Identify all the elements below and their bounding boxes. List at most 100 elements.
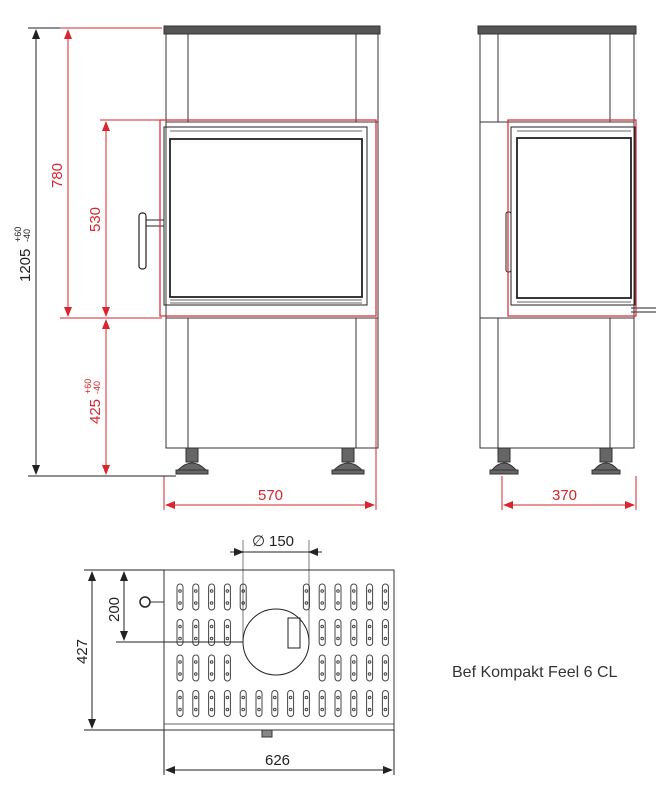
vent-slot-hole — [209, 601, 214, 605]
vent-slot-hole — [209, 707, 214, 712]
vent-slot — [176, 583, 184, 611]
vent-slot-hole — [383, 660, 388, 664]
vent-slot-hole — [257, 695, 261, 700]
vent-slot-hole — [367, 672, 372, 676]
vent-slot — [366, 583, 374, 611]
vent-slot-hole — [383, 601, 388, 605]
vent-slot-hole — [352, 589, 356, 593]
vent-slot-hole — [194, 601, 198, 605]
vent-slot-hole — [178, 672, 182, 676]
vent-slot — [176, 619, 184, 646]
dim-flue-offset-200: 200 — [106, 597, 123, 622]
vent-slot — [334, 654, 342, 682]
vent-slot-hole — [288, 707, 293, 712]
vent-slot-hole — [320, 660, 325, 664]
front-view — [138, 25, 381, 475]
vent-slot — [208, 654, 216, 682]
side-left-foot — [489, 447, 519, 475]
dim-overall-height-tol-minus: -40 — [22, 229, 32, 242]
dim-top-depth-427: 427 — [74, 639, 91, 664]
vent-slot-hole — [209, 636, 214, 641]
front-opening-outline — [159, 119, 377, 317]
vent-slot-hole — [336, 636, 340, 641]
dim-flue-diameter-150: 150 — [269, 533, 294, 550]
front-top-plate — [163, 25, 381, 35]
top-view — [139, 569, 395, 738]
vent-slot — [192, 654, 200, 682]
front-left-foot — [175, 447, 209, 475]
vent-slot-hole — [352, 624, 356, 629]
vent-slot-hole — [225, 707, 230, 712]
side-door-glass — [516, 137, 632, 299]
vent-slot — [208, 583, 216, 611]
vent-slot-hole — [304, 589, 309, 593]
vent-slot-hole — [194, 695, 198, 700]
vent-slot-hole — [304, 707, 309, 712]
vent-slot-hole — [178, 636, 182, 641]
dim-door-height-530: 530 — [87, 207, 104, 232]
vent-slot-hole — [320, 636, 325, 641]
vent-slot-hole — [178, 660, 182, 664]
vent-slot-hole — [367, 707, 372, 712]
vent-slot-hole — [383, 695, 388, 700]
vent-slot-hole — [178, 624, 182, 629]
vent-slot-hole — [367, 601, 372, 605]
vent-slot-hole — [367, 636, 372, 641]
vent-slot-hole — [304, 695, 309, 700]
vent-slot — [350, 619, 358, 646]
side-view — [477, 25, 656, 475]
vent-slot-hole — [383, 672, 388, 676]
vent-slot — [208, 690, 216, 717]
vent-slot-hole — [225, 660, 230, 664]
front-right-foot — [331, 447, 365, 475]
vent-slot — [334, 619, 342, 646]
vent-slot — [192, 690, 200, 717]
side-right-foot — [591, 447, 621, 475]
air-connection-icon — [139, 596, 151, 608]
vent-slot-hole — [225, 695, 230, 700]
vent-slot-hole — [257, 707, 261, 712]
vent-slot-hole — [352, 636, 356, 641]
top-view-plate — [163, 569, 395, 731]
vent-slot — [366, 654, 374, 682]
vent-slot-hole — [273, 695, 277, 700]
vent-slot-hole — [209, 695, 214, 700]
dim-overall-height: 1205 — [17, 249, 34, 282]
vent-slot — [381, 583, 389, 611]
vent-slot-hole — [320, 707, 325, 712]
vent-slot-hole — [367, 589, 372, 593]
vent-slot-hole — [194, 660, 198, 664]
vent-slot-hole — [320, 601, 325, 605]
dim-overall-height-tol-plus: +60 — [13, 227, 23, 242]
dim-front-width-570: 570 — [258, 487, 283, 504]
vent-slot — [318, 619, 326, 646]
front-body — [165, 33, 379, 449]
dim-floor-to-opening-425: 425 — [87, 399, 104, 424]
side-top-plate — [477, 25, 637, 35]
dim-425-tol-plus: +60 — [83, 379, 93, 394]
vent-slot-hole — [336, 660, 340, 664]
vent-slot-hole — [383, 707, 388, 712]
vent-slot-hole — [304, 601, 309, 605]
vent-slot-hole — [352, 660, 356, 664]
vent-slot — [334, 583, 342, 611]
vent-slot — [223, 654, 231, 682]
side-dimensions — [501, 476, 637, 510]
vent-slot — [350, 583, 358, 611]
vent-slot — [287, 690, 295, 717]
vent-slot-hole — [336, 672, 340, 676]
vent-slot-hole — [352, 707, 356, 712]
vent-slot-hole — [194, 672, 198, 676]
vent-slot-hole — [194, 707, 198, 712]
vent-slot-hole — [336, 707, 340, 712]
vent-slot-hole — [209, 589, 214, 593]
vent-slot — [302, 583, 310, 611]
dim-top-width-626: 626 — [265, 752, 290, 769]
vent-slot — [255, 690, 263, 717]
vent-slot — [381, 654, 389, 682]
vent-slot-hole — [336, 695, 340, 700]
vent-slot — [302, 690, 310, 717]
vent-slot-hole — [225, 624, 230, 629]
vent-slot — [350, 654, 358, 682]
vent-slot-hole — [178, 695, 182, 700]
